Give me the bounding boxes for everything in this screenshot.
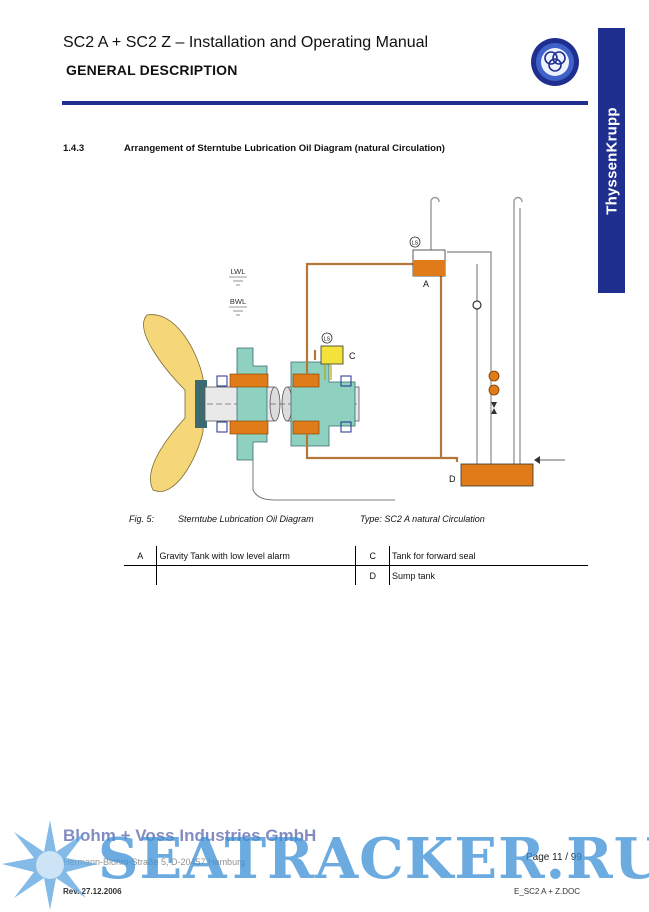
header-divider: [62, 101, 588, 105]
company-address: Hermann-Blohm-Straße 5, D-20457 Hamburg: [63, 857, 246, 867]
section-number: 1.4.3: [63, 143, 85, 154]
page-number: Page 11 / 99: [526, 852, 582, 863]
brand-name: ThyssenKrupp: [603, 106, 620, 215]
legend-value: [156, 565, 357, 585]
legend-key: D: [355, 565, 390, 585]
table-row: A Gravity Tank with low level alarm C Ta…: [124, 546, 588, 566]
level-switch-a-label: LS: [412, 241, 419, 247]
thyssenkrupp-logo-icon: [531, 38, 579, 86]
bwl-label: BWL: [230, 297, 246, 306]
legend-value: Sump tank: [391, 570, 435, 581]
company-name: Blohm + Voss Industries GmbH: [63, 826, 317, 845]
figure-number: Fig. 5:: [129, 514, 155, 524]
document-subtitle: GENERAL DESCRIPTION: [66, 62, 238, 78]
vent-pipes: [430, 196, 565, 464]
forward-seal-tank-c: [320, 345, 344, 365]
aft-seal-housing: [236, 347, 268, 461]
watermark-burst-icon: [2, 820, 98, 910]
brand-side-tab: ThyssenKrupp: [598, 28, 625, 293]
legend-value: Gravity Tank with low level alarm: [156, 546, 357, 566]
revision-date: Rev. 27.12.2006: [63, 887, 122, 896]
propeller: [143, 314, 204, 492]
section-title: Arrangement of Sterntube Lubrication Oil…: [124, 143, 445, 154]
legend-value: Tank for forward seal: [389, 546, 588, 566]
figure-type: Type: SC2 A natural Circulation: [360, 514, 485, 524]
document-title: SC2 A + SC2 Z – Installation and Operati…: [63, 34, 429, 51]
water-line-marks: [229, 276, 247, 316]
tank-c-label: C: [349, 351, 356, 361]
legend-table: A Gravity Tank with low level alarm C Ta…: [124, 546, 588, 585]
document-filename: E_SC2 A + Z.DOC: [514, 887, 581, 896]
propeller-hub: [195, 380, 207, 428]
lubrication-oil-diagram: LWL BWL LS A: [143, 196, 565, 501]
legend-key: C: [355, 546, 390, 566]
level-switch-c-label: LS: [324, 337, 331, 343]
table-row: D Sump tank: [124, 565, 588, 585]
tank-d-label: D: [449, 474, 456, 484]
lwl-label: LWL: [231, 267, 246, 276]
sump-tank-d: [460, 463, 534, 487]
legend-key: A: [124, 546, 158, 566]
legend-key: [124, 565, 158, 585]
oil-pipes: [305, 262, 459, 462]
figure-title: Sterntube Lubrication Oil Diagram: [178, 514, 314, 524]
watermark-text: SEATRACKER.RU: [98, 826, 649, 892]
tank-a-label: A: [423, 279, 429, 289]
